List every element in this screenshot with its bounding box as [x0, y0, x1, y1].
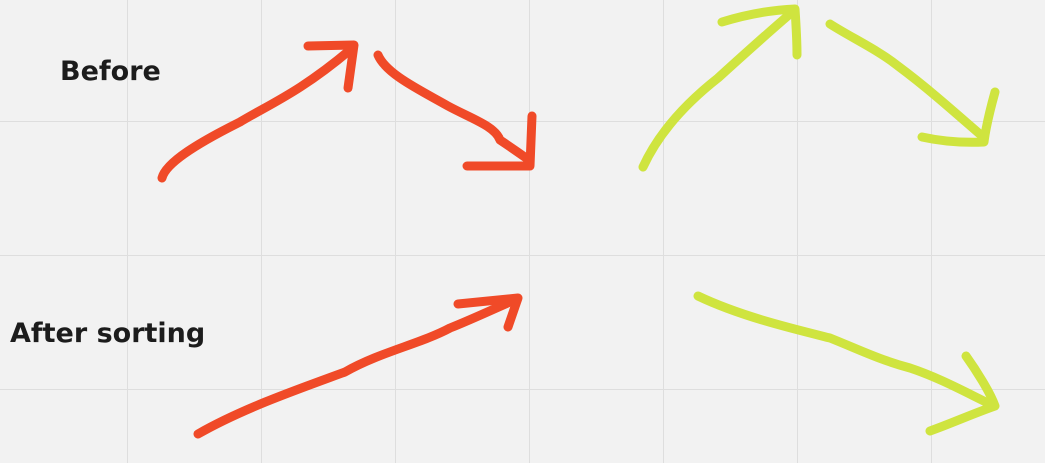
before-green-arrow-up-shaft	[638, 9, 795, 172]
before-red-arrow-down[interactable]	[373, 50, 537, 171]
before-red-arrow-up-shaft	[157, 45, 355, 183]
before-green-arrow-up-head	[717, 4, 802, 60]
before-green-arrow-down[interactable]	[825, 19, 1000, 147]
label-after-sorting: After sorting	[10, 318, 206, 349]
before-green-arrow-up[interactable]	[638, 4, 802, 172]
label-before: Before	[60, 56, 161, 87]
before-red-arrow-up-head	[303, 40, 359, 93]
after-red-arrow-up-head	[453, 293, 523, 332]
before-green-arrow-down-shaft	[825, 19, 987, 141]
after-red-arrow-up-shaft	[193, 294, 522, 439]
before-red-arrow-up[interactable]	[157, 40, 359, 183]
before-red-arrow-down-shaft	[373, 50, 534, 165]
before-red-arrow-down-head	[462, 111, 537, 171]
after-green-arrow-down-shaft	[693, 291, 997, 410]
after-green-arrow-down-head	[925, 351, 1000, 436]
before-green-arrow-down-head	[917, 87, 1000, 147]
after-red-arrow-up[interactable]	[193, 293, 523, 439]
after-green-arrow-down[interactable]	[693, 291, 1000, 436]
